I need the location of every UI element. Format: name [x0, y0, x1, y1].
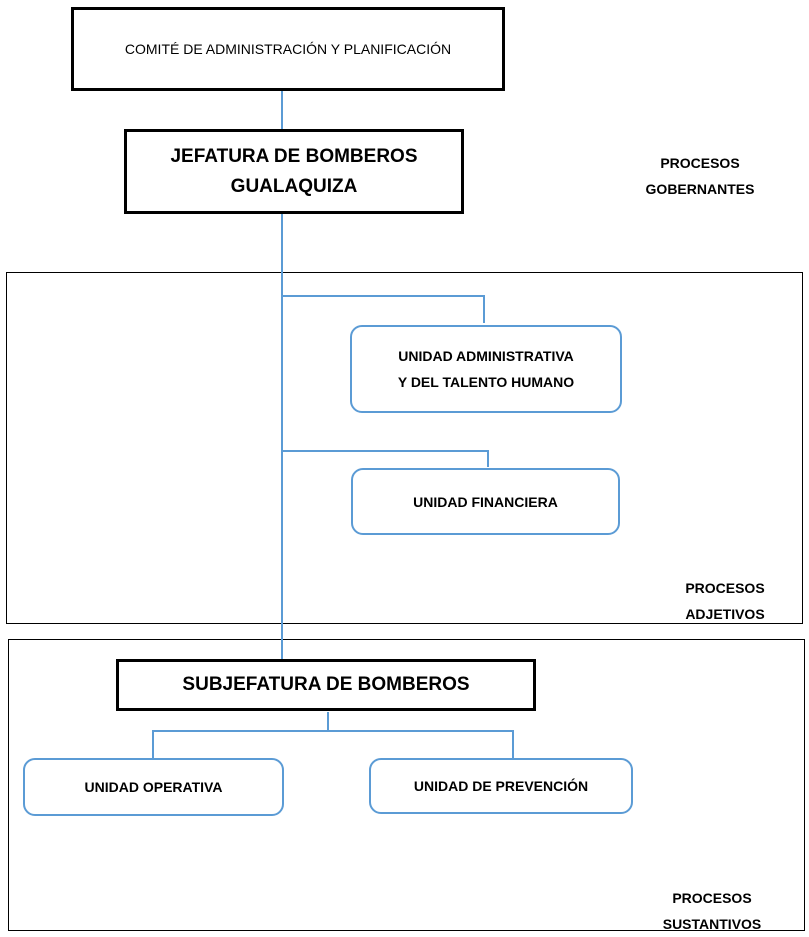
admin-unit-line1: UNIDAD ADMINISTRATIVA	[398, 348, 574, 364]
connector-admin-drop	[483, 295, 485, 323]
prevention-unit-box: UNIDAD DE PREVENCIÓN	[369, 758, 633, 814]
committee-box: COMITÉ DE ADMINISTRACIÓN Y PLANIFICACIÓN	[71, 7, 505, 91]
deputy-chief-label: SUBJEFATURA DE BOMBEROS	[182, 674, 470, 695]
operative-unit-label: UNIDAD OPERATIVA	[84, 779, 223, 795]
connector-main-trunk	[281, 213, 283, 661]
committee-label: COMITÉ DE ADMINISTRACIÓN Y PLANIFICACIÓN	[124, 41, 452, 57]
connector-deputy-horizontal	[152, 730, 514, 732]
governing-processes-line2: GOBERNANTES	[645, 181, 755, 197]
governing-processes-label: PROCESOS GOBERNANTES	[630, 150, 770, 202]
region-substantive-processes	[8, 639, 805, 931]
admin-unit-box: UNIDAD ADMINISTRATIVA Y DEL TALENTO HUMA…	[350, 325, 622, 413]
operative-unit-box: UNIDAD OPERATIVA	[23, 758, 284, 816]
substantive-processes-label: PROCESOS SUSTANTIVOS	[642, 885, 782, 937]
admin-unit-line2: Y DEL TALENTO HUMANO	[397, 374, 575, 390]
region-adjective-processes	[6, 272, 803, 624]
connector-operative-drop	[152, 730, 154, 758]
connector-committee-to-chief	[281, 90, 283, 130]
substantive-processes-line2: SUSTANTIVOS	[662, 916, 762, 932]
connector-finance-drop	[487, 450, 489, 467]
substantive-processes-line1: PROCESOS	[672, 890, 752, 906]
chief-box: JEFATURA DE BOMBEROS GUALAQUIZA	[124, 129, 464, 214]
chief-label-line2: GUALAQUIZA	[230, 175, 358, 197]
connector-deputy-stem	[327, 712, 329, 732]
prevention-unit-label: UNIDAD DE PREVENCIÓN	[413, 778, 589, 794]
connector-finance-horizontal	[281, 450, 489, 452]
adjective-processes-line1: PROCESOS	[685, 580, 765, 596]
adjective-processes-label: PROCESOS ADJETIVOS	[655, 575, 795, 627]
deputy-chief-box: SUBJEFATURA DE BOMBEROS	[116, 659, 536, 711]
governing-processes-line1: PROCESOS	[660, 155, 740, 171]
connector-admin-horizontal	[281, 295, 485, 297]
finance-unit-label: UNIDAD FINANCIERA	[413, 493, 558, 510]
connector-prevention-drop	[512, 730, 514, 758]
chief-label-line1: JEFATURA DE BOMBEROS	[170, 145, 418, 167]
finance-unit-box: UNIDAD FINANCIERA	[351, 468, 620, 535]
adjective-processes-line2: ADJETIVOS	[685, 606, 765, 622]
